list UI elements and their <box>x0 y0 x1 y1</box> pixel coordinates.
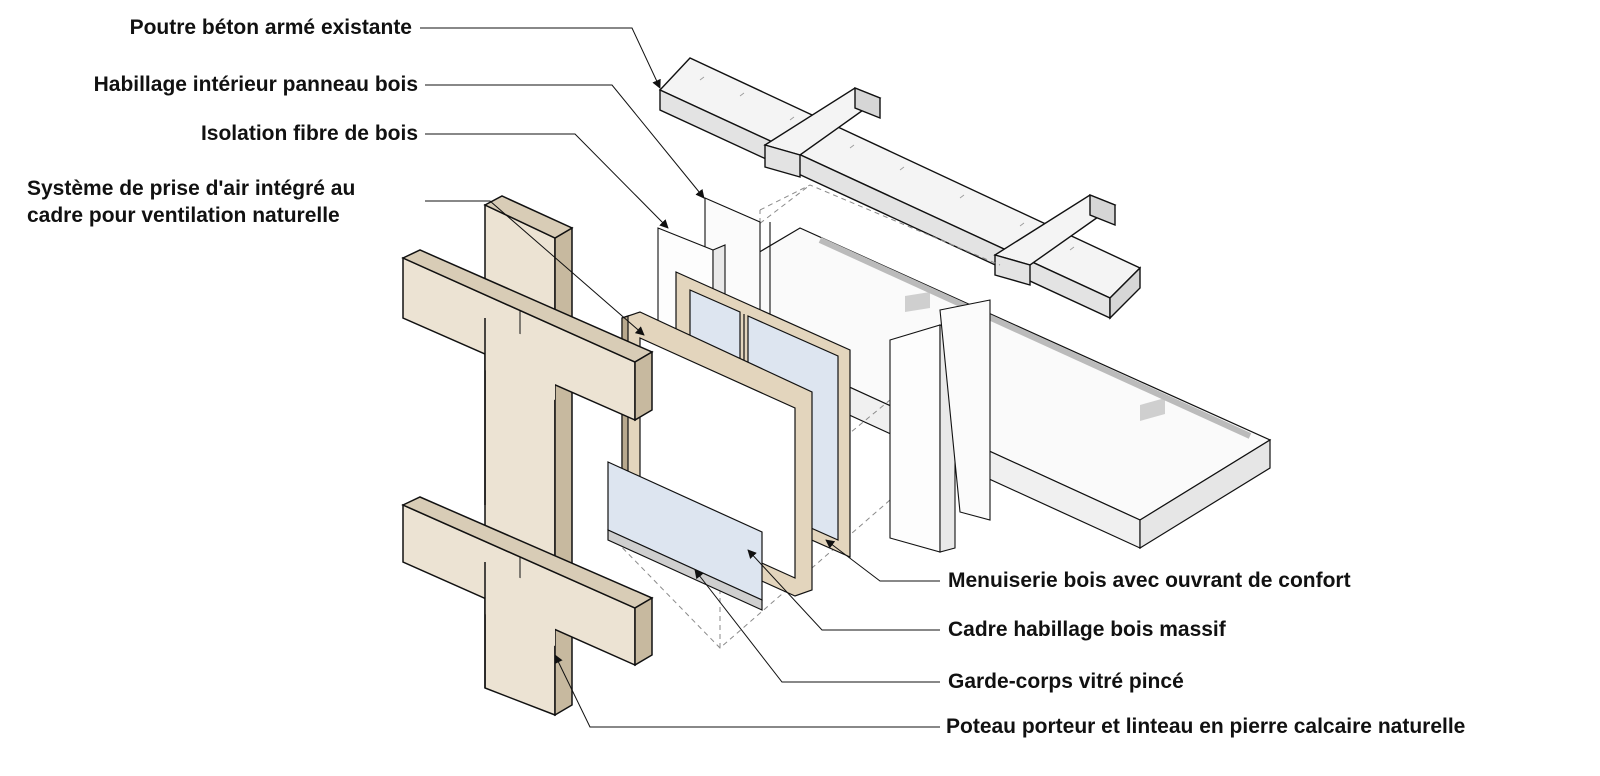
concrete-beam <box>658 57 1142 320</box>
label-habillage: Habillage intérieur panneau bois <box>93 73 418 96</box>
label-ventilation-line1: Système de prise d'air intégré au <box>27 177 356 200</box>
glass-balustrade <box>607 461 763 611</box>
leader-isolation <box>425 133 669 229</box>
label-poutre: Poutre béton armé existante <box>129 16 412 39</box>
leader-poteau <box>554 654 940 728</box>
label-ventilation-line2: cadre pour ventilation naturelle <box>27 204 340 227</box>
leader-menuiserie <box>825 539 940 582</box>
label-poteau: Poteau porteur et linteau en pierre calc… <box>946 715 1466 738</box>
leader-lines <box>420 27 940 728</box>
leader-cadre <box>747 549 940 631</box>
label-isolation: Isolation fibre de bois <box>200 122 418 145</box>
label-menuiserie: Menuiserie bois avec ouvrant de confort <box>948 569 1351 592</box>
leader-gardecorps <box>694 569 940 683</box>
label-cadre: Cadre habillage bois massif <box>948 618 1226 641</box>
limestone-column-and-lintels <box>401 195 654 717</box>
leader-habillage <box>425 84 705 199</box>
insulation-and-panel-right <box>889 299 991 553</box>
leader-poutre <box>420 27 661 89</box>
label-gardecorps: Garde-corps vitré pincé <box>948 670 1184 693</box>
leader-ventilation <box>425 200 645 336</box>
